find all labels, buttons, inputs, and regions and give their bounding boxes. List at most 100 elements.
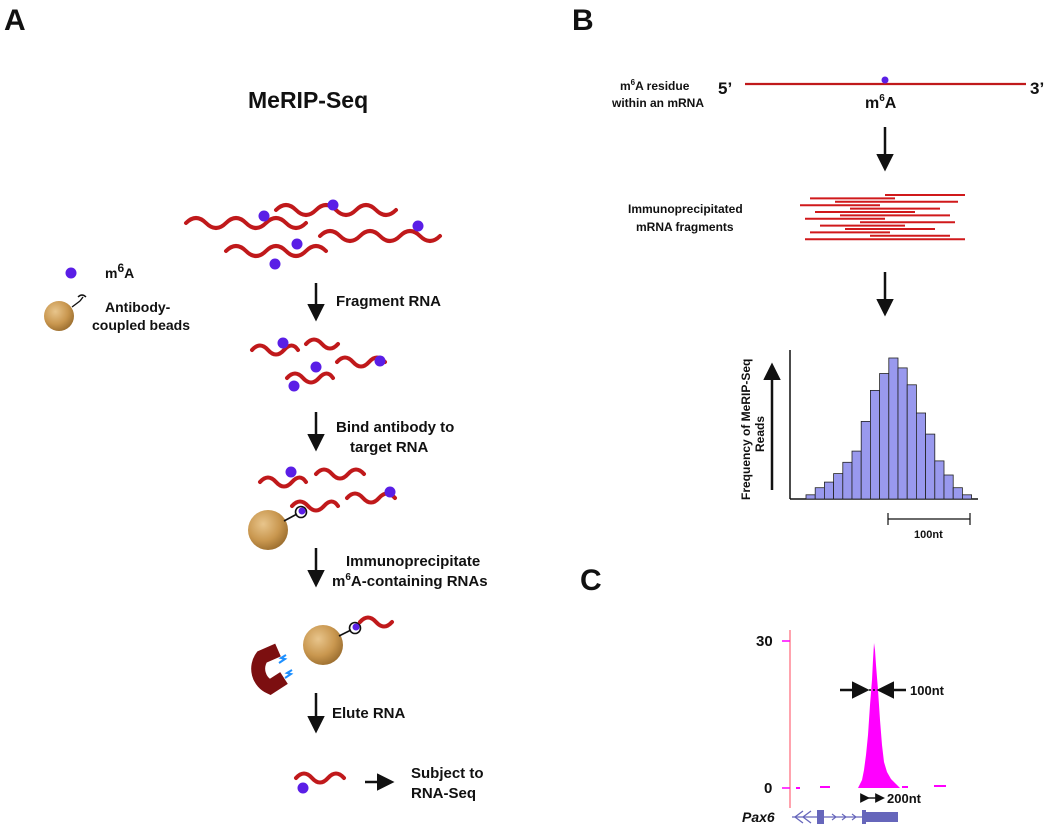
- rna-fragment: [314, 467, 366, 481]
- scale-bar-label: 100nt: [914, 529, 943, 541]
- magnet-icon: [251, 643, 288, 695]
- fragments-label-2: mRNA fragments: [636, 220, 734, 234]
- immunoprecipitated-fragments: [800, 194, 965, 241]
- m6a-dot: [327, 199, 339, 211]
- m6a-dot: [288, 380, 300, 392]
- peak-width-label: 100nt: [910, 683, 945, 698]
- legend-beads-label-2: coupled beads: [92, 317, 190, 333]
- gene-strand-icon: [793, 810, 812, 824]
- step-elute-label: Elute RNA: [332, 705, 406, 722]
- rna-fragment: [304, 337, 340, 351]
- coverage-peak: [858, 643, 900, 788]
- m6a-dot: [412, 220, 424, 232]
- m6a-site-label: m6A: [865, 93, 897, 112]
- m6a-dot: [297, 782, 309, 794]
- step-ip-label-1: Immunoprecipitate: [346, 553, 480, 570]
- antibody-link: [338, 629, 352, 637]
- histogram-bars: [805, 357, 973, 500]
- step-bind-label-1: Bind antibody to: [336, 419, 454, 436]
- histogram-bar: [925, 433, 936, 500]
- step-ip-label-2: m6A-containing RNAs: [332, 572, 488, 590]
- step-fragment-label: Fragment RNA: [336, 293, 441, 310]
- gene-direction-icon: [831, 813, 857, 821]
- residue-label-1: m6A residue: [620, 78, 690, 93]
- fragmented-rna-group: [250, 337, 387, 392]
- histogram-bar: [870, 389, 881, 500]
- histogram-bar: [805, 494, 816, 500]
- legend: m6A Antibody- coupled beads: [44, 261, 190, 333]
- m6a-dot: [277, 337, 289, 349]
- legend-bead-icon: [44, 301, 74, 331]
- histogram-bar: [814, 487, 825, 500]
- full-length-rna-group: [184, 199, 442, 270]
- histogram-bar: [888, 357, 899, 500]
- antibody-icon: [348, 621, 362, 635]
- panel-b-letter: B: [572, 4, 594, 37]
- rna-strand: [318, 229, 442, 243]
- gene-exon: [862, 810, 866, 824]
- five-prime-label: 5’: [718, 79, 732, 98]
- antibody-bead: [248, 510, 288, 550]
- magnet-field-icon: [284, 669, 294, 679]
- antibody-binding-group: [248, 466, 397, 550]
- m6a-dot: [269, 258, 281, 270]
- histogram-bar: [934, 460, 945, 500]
- histogram-bar: [916, 412, 927, 500]
- panel-c-letter: C: [580, 564, 602, 597]
- rna-strand: [184, 216, 308, 230]
- antibody-icon: [294, 505, 308, 519]
- fragments-label-1: Immunoprecipitated: [628, 202, 743, 216]
- legend-antibody-icon: [71, 294, 87, 308]
- m6a-dot: [881, 76, 889, 84]
- m6a-dot: [352, 623, 360, 631]
- histogram-bar: [851, 450, 862, 500]
- histogram-bar: [842, 461, 853, 500]
- rna-fragment: [258, 475, 308, 489]
- m6a-dot: [374, 355, 386, 367]
- immunoprecipitation-group: [251, 615, 394, 695]
- three-prime-label: 3’: [1030, 79, 1044, 98]
- m6a-dot: [258, 210, 270, 222]
- scale-200nt-label: 200nt: [887, 791, 922, 806]
- m6a-dot: [298, 507, 306, 515]
- gene-exon: [817, 810, 824, 824]
- histogram-bar: [879, 373, 890, 500]
- histogram-bar: [860, 420, 871, 500]
- legend-beads-label-1: Antibody-: [105, 299, 171, 315]
- panel-a-letter: A: [4, 4, 26, 37]
- rna-fragment: [285, 371, 335, 385]
- rna-fragment: [294, 771, 346, 785]
- histogram-ylabel-2: Reads: [753, 416, 767, 452]
- rna-strand: [274, 203, 398, 217]
- gene-label: Pax6: [742, 809, 775, 825]
- m6a-dot: [285, 466, 297, 478]
- pax6-track: 30 0 100nt 200nt Pax6: [742, 630, 946, 825]
- legend-m6a-label: m6A: [105, 261, 134, 281]
- histogram-bar: [943, 474, 954, 500]
- panel-a-title: MeRIP-Seq: [248, 87, 368, 113]
- histogram-bar: [952, 487, 963, 500]
- step-bind-label-2: target RNA: [350, 439, 429, 456]
- m6a-dot: [384, 486, 396, 498]
- read-histogram: Frequency of MeRIP-Seq Reads 100nt: [739, 350, 978, 541]
- residue-label-2: within an mRNA: [611, 96, 704, 110]
- m6a-dot: [310, 361, 322, 373]
- eluted-rna-group: [294, 771, 346, 794]
- track-ymin-label: 0: [764, 780, 772, 797]
- step-subject-label-1: Subject to: [411, 765, 484, 782]
- magnet-field-icon: [278, 654, 288, 664]
- m6a-dot: [291, 238, 303, 250]
- histogram-bar: [906, 384, 917, 500]
- track-ymax-label: 30: [756, 633, 773, 650]
- rna-fragment: [358, 615, 394, 629]
- legend-m6a-icon: [65, 267, 77, 279]
- step-subject-label-2: RNA-Seq: [411, 785, 476, 802]
- histogram-bar: [824, 481, 835, 500]
- histogram-ylabel-1: Frequency of MeRIP-Seq: [739, 359, 753, 500]
- histogram-bar: [897, 367, 908, 500]
- histogram-bar: [833, 473, 844, 500]
- histogram-bar: [962, 494, 973, 500]
- gene-utr: [866, 812, 898, 822]
